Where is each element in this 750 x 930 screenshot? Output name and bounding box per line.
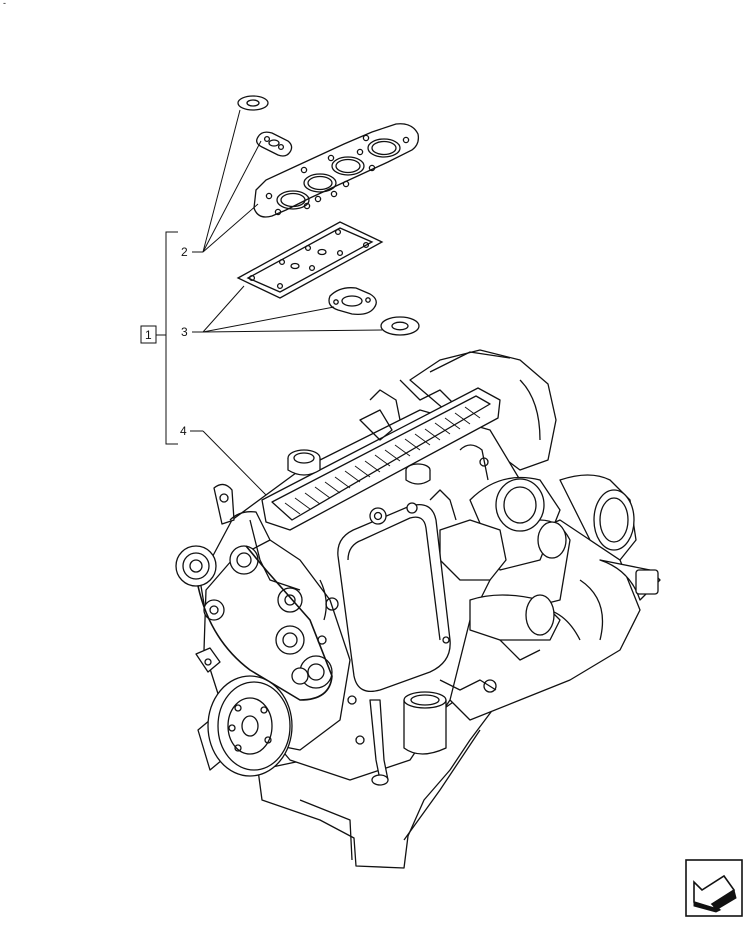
engine-assembly — [175, 349, 661, 869]
lower-gasket-set — [236, 221, 420, 336]
rocker-cover — [261, 387, 501, 531]
alternator-pulley — [175, 545, 217, 587]
small-gasket-upper — [256, 131, 293, 157]
upper-gasket-set — [237, 95, 420, 218]
oil-filter — [403, 691, 447, 755]
callout-2: 2 — [181, 245, 188, 259]
head-gasket — [253, 123, 420, 218]
crank-damper — [197, 675, 293, 777]
idler-pulleys — [203, 545, 333, 689]
callout-labels: 1 2 3 4 — [140, 245, 188, 438]
charge-air-pipe — [439, 519, 561, 641]
manifold-gasket — [328, 287, 377, 316]
fittings — [229, 389, 541, 745]
cover-gasket — [236, 221, 384, 299]
arrow-down-left-icon[interactable] — [685, 859, 743, 917]
group-callout-box — [140, 325, 157, 344]
callout-leaders — [156, 109, 383, 498]
callout-4: 4 — [180, 424, 187, 438]
corner-mark: - — [3, 0, 6, 8]
washer-upper — [237, 95, 269, 111]
callout-3: 3 — [181, 325, 188, 339]
dipstick-tube — [369, 699, 389, 786]
washer-lower — [380, 316, 420, 336]
callout-group: 1 — [145, 328, 152, 342]
group-bracket — [165, 231, 178, 445]
filler-cap — [287, 449, 321, 476]
oil-cooler — [337, 489, 457, 693]
cover-ribs — [284, 406, 481, 515]
breather-knob — [405, 463, 431, 485]
